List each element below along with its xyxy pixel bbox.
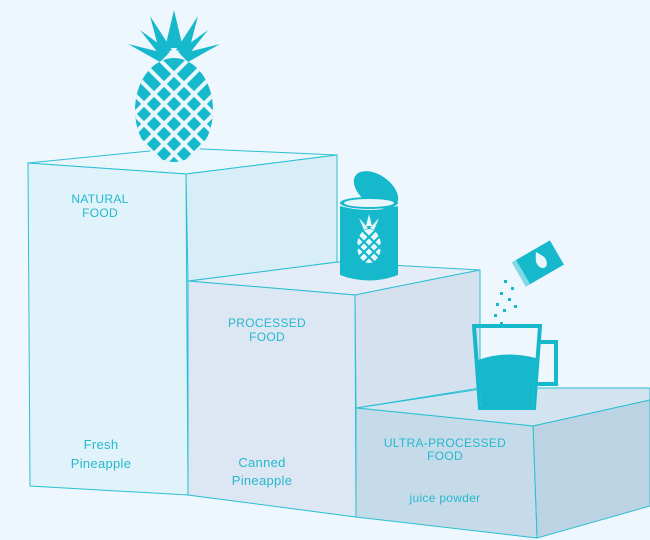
processed-food-label-line-1: PROCESSED (228, 316, 306, 330)
juice-powder-packet-icon (494, 240, 564, 325)
ultra-processed-block (355, 387, 650, 539)
fresh-pineapple-label-line-1: Fresh (84, 437, 119, 452)
canned-pineapple-label-line-1: Canned (238, 455, 285, 470)
natural-block (27, 147, 338, 496)
juice-glass-icon (471, 324, 558, 410)
labels: NATURAL FOOD Fresh Pineapple PROCESSED F… (71, 192, 506, 505)
natural-food-label-line-1: NATURAL (71, 192, 128, 206)
fresh-pineapple-label-line-2: Pineapple (71, 456, 132, 471)
canned-pineapple-icon (340, 171, 399, 281)
juice-powder-label: juice powder (409, 491, 481, 505)
pineapple-icon (128, 10, 220, 162)
natural-food-label-line-2: FOOD (82, 206, 118, 220)
ultra-processed-food-label-line-1: ULTRA-PROCESSED (384, 436, 506, 450)
ultra-processed-food-label-line-2: FOOD (427, 449, 463, 463)
processed-food-label-line-2: FOOD (249, 330, 285, 344)
canned-pineapple-label-line-2: Pineapple (232, 473, 293, 488)
